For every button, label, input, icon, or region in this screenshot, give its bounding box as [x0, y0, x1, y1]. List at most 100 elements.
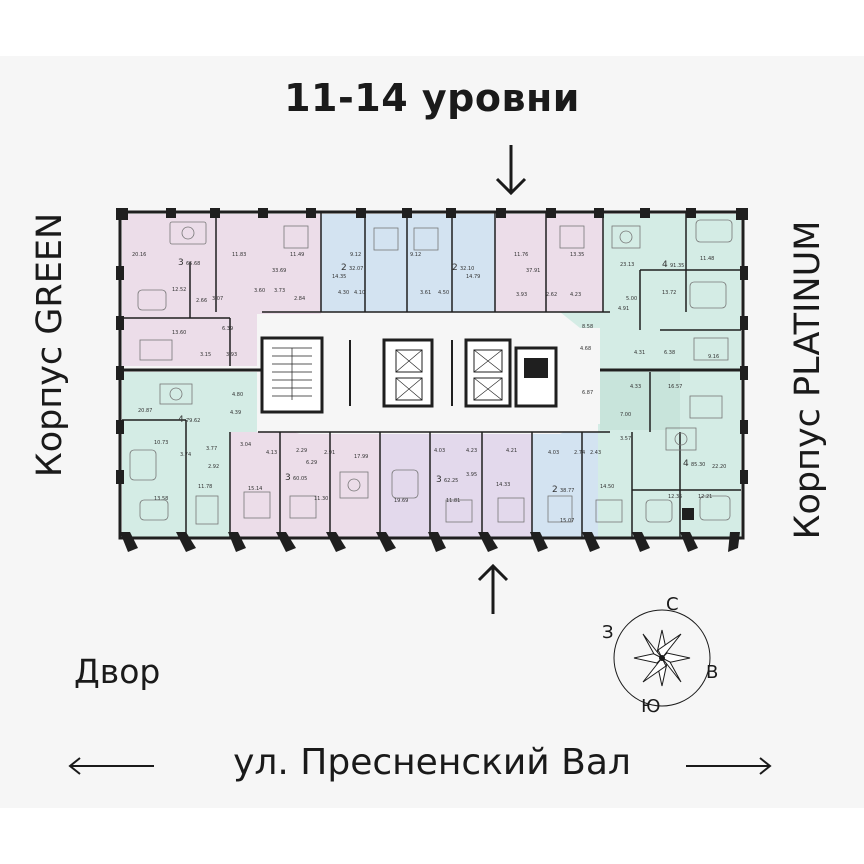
apartment-rooms-count: 3: [178, 258, 184, 268]
room-area-label: 3.95: [466, 472, 477, 478]
room-area-label: 14.79: [466, 274, 480, 280]
room-area-label: 2.84: [294, 296, 305, 302]
room-area-label: 3.15: [200, 352, 211, 358]
room-area-label: 6.29: [306, 460, 317, 466]
room-area-label: 2.92: [208, 464, 219, 470]
room-area-label: 4.21: [506, 448, 517, 454]
compass-north-label: С: [666, 594, 679, 615]
room-area-label: 4.50: [438, 290, 449, 296]
room-area-label: 19.69: [394, 498, 408, 504]
room-area-label: 17.99: [354, 454, 368, 460]
apartment-total-area: 32.10: [460, 266, 474, 272]
apartment-rooms-count: 3: [285, 473, 291, 483]
room-area-label: 5.00: [626, 296, 637, 302]
apartment-total-area: 65.68: [186, 261, 200, 267]
apartment-rooms-count: 2: [341, 263, 347, 273]
street-label: ул. Пресненский Вал: [233, 742, 631, 783]
room-area-label: 6.87: [582, 390, 593, 396]
room-area-label: 4.80: [232, 392, 243, 398]
room-area-label: 4.03: [434, 448, 445, 454]
building-core: [260, 312, 600, 434]
top-entry-arrow-icon: [495, 145, 527, 196]
yard-label: Двор: [74, 652, 161, 691]
room-area-label: 3.74: [180, 452, 191, 458]
room-area-label: 6.39: [222, 326, 233, 332]
room-area-label: 3.07: [212, 296, 223, 302]
room-area-label: 4.10: [354, 290, 365, 296]
room-area-label: 8.58: [582, 324, 593, 330]
room-area-label: 4.03: [548, 450, 559, 456]
apartment-total-area: 85.30: [691, 462, 705, 468]
room-area-label: 2.74: [574, 450, 585, 456]
apartment-rooms-count: 2: [552, 485, 558, 495]
room-area-label: 13.35: [570, 252, 584, 258]
compass-rose-icon: [613, 609, 711, 707]
room-area-label: 16.57: [668, 384, 682, 390]
apartment-total-area: 38.77: [560, 488, 574, 494]
room-area-label: 20.16: [132, 252, 146, 258]
room-area-label: 13.58: [154, 496, 168, 502]
compass-south-label: Ю: [641, 696, 661, 717]
room-area-label: 4.23: [570, 292, 581, 298]
room-area-label: 10.73: [154, 440, 168, 446]
room-area-label: 14.33: [496, 482, 510, 488]
room-area-label: 14.50: [600, 484, 614, 490]
apartment-rooms-count: 4: [662, 260, 668, 270]
room-area-label: 12.35: [668, 494, 682, 500]
room-area-label: 9.16: [708, 354, 719, 360]
interior-walls: [122, 212, 741, 537]
room-area-label: 11.81: [446, 498, 460, 504]
room-area-label: 4.91: [618, 306, 629, 312]
room-area-label: 4.39: [230, 410, 241, 416]
room-area-label: 3.77: [206, 446, 217, 452]
floor-levels-title: 11-14 уровни: [284, 76, 580, 120]
room-area-label: 15.07: [560, 518, 574, 524]
room-area-label: 3.93: [516, 292, 527, 298]
apartment-total-area: 62.25: [444, 478, 458, 484]
right-direction-arrow-icon: [686, 757, 772, 775]
room-area-label: 3.57: [620, 436, 631, 442]
compass-east-label: В: [706, 662, 719, 683]
room-area-label: 13.72: [662, 290, 676, 296]
apartment-rooms-count: 2: [452, 263, 458, 273]
room-area-label: 23.13: [620, 262, 634, 268]
room-area-label: 4.31: [634, 350, 645, 356]
room-area-label: 11.83: [232, 252, 246, 258]
room-area-label: 14.35: [332, 274, 346, 280]
room-area-label: 3.61: [420, 290, 431, 296]
room-area-label: 4.33: [630, 384, 641, 390]
room-area-label: 12.21: [698, 494, 712, 500]
room-area-label: 11.76: [514, 252, 528, 258]
structural-columns: [116, 208, 748, 520]
room-area-label: 9.12: [410, 252, 421, 258]
room-area-label: 22.20: [712, 464, 726, 470]
apartment-total-area: 32.07: [349, 266, 363, 272]
room-area-label: 4.23: [466, 448, 477, 454]
room-area-label: 3.73: [274, 288, 285, 294]
room-area-label: 4.13: [266, 450, 277, 456]
room-area-label: 4.68: [580, 346, 591, 352]
room-area-label: 15.14: [248, 486, 262, 492]
bottom-entry-arrow-icon: [477, 563, 509, 614]
room-area-label: 33.69: [272, 268, 286, 274]
room-area-label: 20.87: [138, 408, 152, 414]
apartment-total-area: 60.05: [293, 476, 307, 482]
room-area-label: 11.78: [198, 484, 212, 490]
apartment-rooms-count: 4: [178, 415, 184, 425]
furniture-sketches: [129, 219, 733, 525]
room-area-label: 4.30: [338, 290, 349, 296]
apartment-rooms-count: 3: [436, 475, 442, 485]
room-area-label: 11.49: [290, 252, 304, 258]
room-area-label: 7.00: [620, 412, 631, 418]
room-area-label: 9.12: [350, 252, 361, 258]
room-area-label: 11.30: [314, 496, 328, 502]
apartment-fills: [122, 214, 741, 537]
room-area-label: 3.04: [240, 442, 251, 448]
room-area-label: 11.48: [700, 256, 714, 262]
room-area-label: 2.62: [546, 292, 557, 298]
room-area-label: 2.91: [324, 450, 335, 456]
room-area-label: 37.91: [526, 268, 540, 274]
apartment-total-area: 91.35: [670, 263, 684, 269]
